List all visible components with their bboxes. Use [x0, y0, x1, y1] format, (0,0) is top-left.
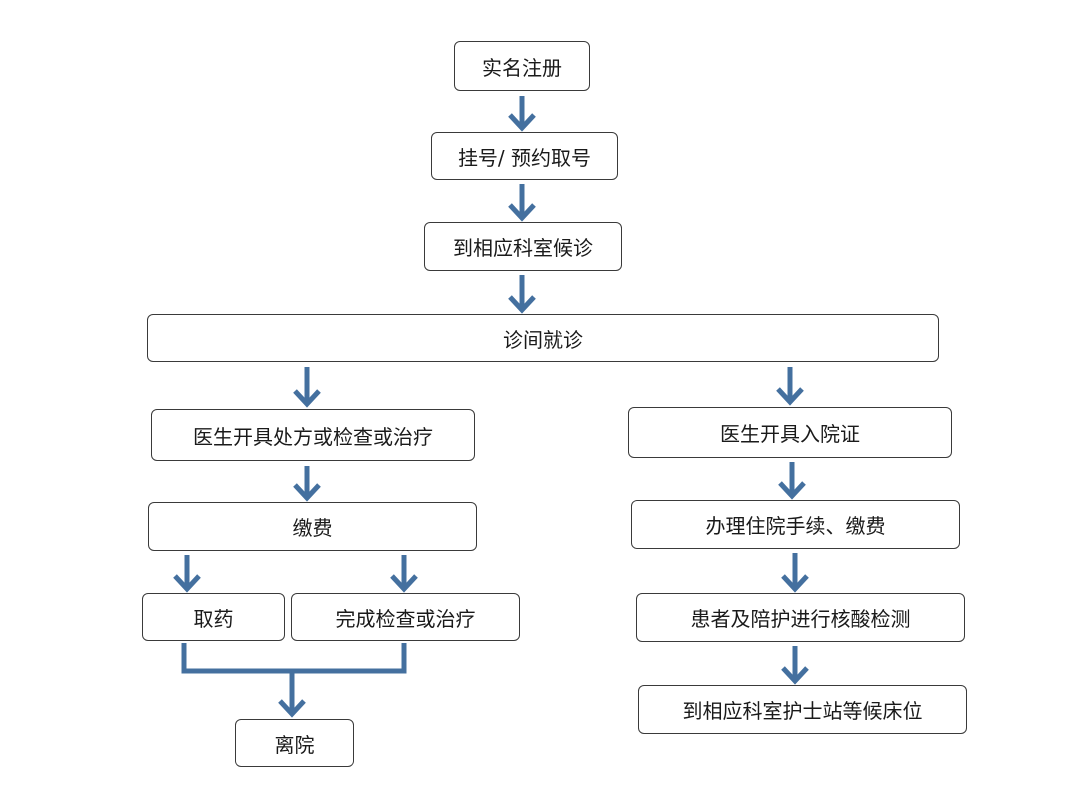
edge-consult-to-admission-cert: [776, 367, 804, 406]
edge-procedure-to-nucleic-test: [781, 553, 809, 593]
node-finish-treatment: 完成检查或治疗: [291, 593, 520, 641]
edge-admission-cert-to-procedure: [778, 462, 806, 500]
edge-merge-bracket: [181, 643, 407, 674]
edge-wait-dept-to-consult: [508, 275, 536, 314]
edge-nucleic-test-to-wait-bed: [781, 646, 809, 685]
node-consult: 诊间就诊: [147, 314, 939, 362]
node-admission-procedure: 办理住院手续、缴费: [631, 500, 960, 549]
node-appointment: 挂号/ 预约取号: [431, 132, 618, 180]
node-nucleic-test: 患者及陪护进行核酸检测: [636, 593, 965, 642]
edge-consult-to-prescription: [293, 367, 321, 408]
node-wait-bed: 到相应科室护士站等候床位: [638, 685, 967, 734]
edge-register-to-appointment: [508, 96, 536, 132]
edge-appointment-to-wait-dept: [508, 184, 536, 222]
edge-prescription-to-pay: [293, 466, 321, 502]
node-register: 实名注册: [454, 41, 590, 91]
node-wait-dept: 到相应科室候诊: [424, 222, 622, 271]
edge-pay-to-finish-treatment: [390, 555, 418, 593]
edge-merge-to-leave: [278, 671, 306, 718]
node-leave: 离院: [235, 719, 354, 767]
node-pay: 缴费: [148, 502, 477, 551]
node-prescription: 医生开具处方或检查或治疗: [151, 409, 475, 461]
edge-pay-to-get-medicine: [173, 555, 201, 593]
node-get-medicine: 取药: [142, 593, 285, 641]
node-admission-cert: 医生开具入院证: [628, 407, 952, 458]
